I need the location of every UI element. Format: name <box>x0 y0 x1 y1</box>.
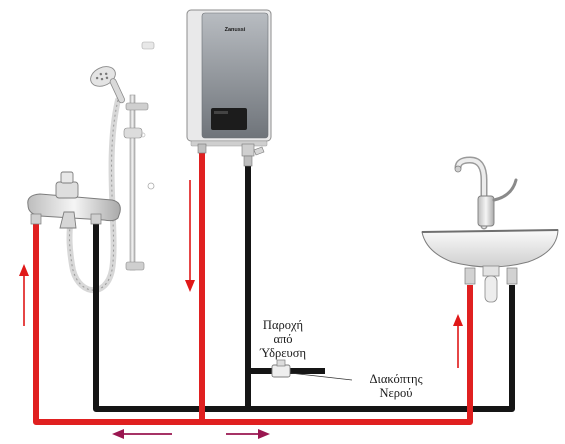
heater-hot-connector <box>197 143 207 154</box>
sink-basin <box>421 229 559 268</box>
water-supply-line-3: Ύδρευση <box>259 346 306 360</box>
mixer-faucet-icon <box>27 171 121 229</box>
rail-bracket-top <box>125 102 149 111</box>
sink-faucet-icon <box>454 156 518 230</box>
sink <box>421 156 559 303</box>
valve-label-leader <box>289 372 353 381</box>
sink-cold-valve <box>506 267 518 285</box>
sink-hot-valve <box>464 267 476 285</box>
water-valve-line-1: Διακόπτης <box>369 372 423 386</box>
water-supply-line-1: Παροχή <box>262 318 304 332</box>
heater-panel <box>201 12 269 139</box>
water-supply-line-2: από <box>273 332 293 346</box>
heater-brand: Zanussi <box>225 27 246 33</box>
pipes <box>33 150 515 425</box>
shower-assembly <box>66 41 155 293</box>
flow-arrow-up-sink <box>453 314 463 368</box>
heater-cold-connector <box>241 143 265 167</box>
hot-outlet-pipe <box>33 150 473 425</box>
water-valve-label: Διακόπτης Νερού <box>344 372 448 400</box>
flow-arrow-icon <box>19 264 29 326</box>
sink-rim <box>421 229 559 233</box>
wall-fitting <box>141 41 155 50</box>
flow-arrows <box>19 180 463 439</box>
rail-slider <box>123 127 143 139</box>
sink-trap <box>482 265 500 303</box>
water-heater-icon: Zanussi <box>186 9 272 167</box>
flow-arrow-down <box>185 180 195 292</box>
flow-arrow-right <box>226 429 270 439</box>
wall-screw-2 <box>140 132 146 138</box>
rail-bracket-bottom <box>125 261 145 271</box>
shower-rail <box>129 94 136 271</box>
cold-supply-pipe <box>93 162 515 412</box>
valve-icon <box>271 359 291 378</box>
water-valve-line-2: Νερού <box>379 386 413 400</box>
water-supply-label: Παροχή από Ύδρευση <box>248 318 318 360</box>
wall-screw <box>147 182 155 190</box>
flow-arrow-left <box>112 429 172 439</box>
shower-head-icon <box>90 66 125 104</box>
heater-display-glint <box>214 111 228 114</box>
shower-hose-outline <box>69 99 119 291</box>
